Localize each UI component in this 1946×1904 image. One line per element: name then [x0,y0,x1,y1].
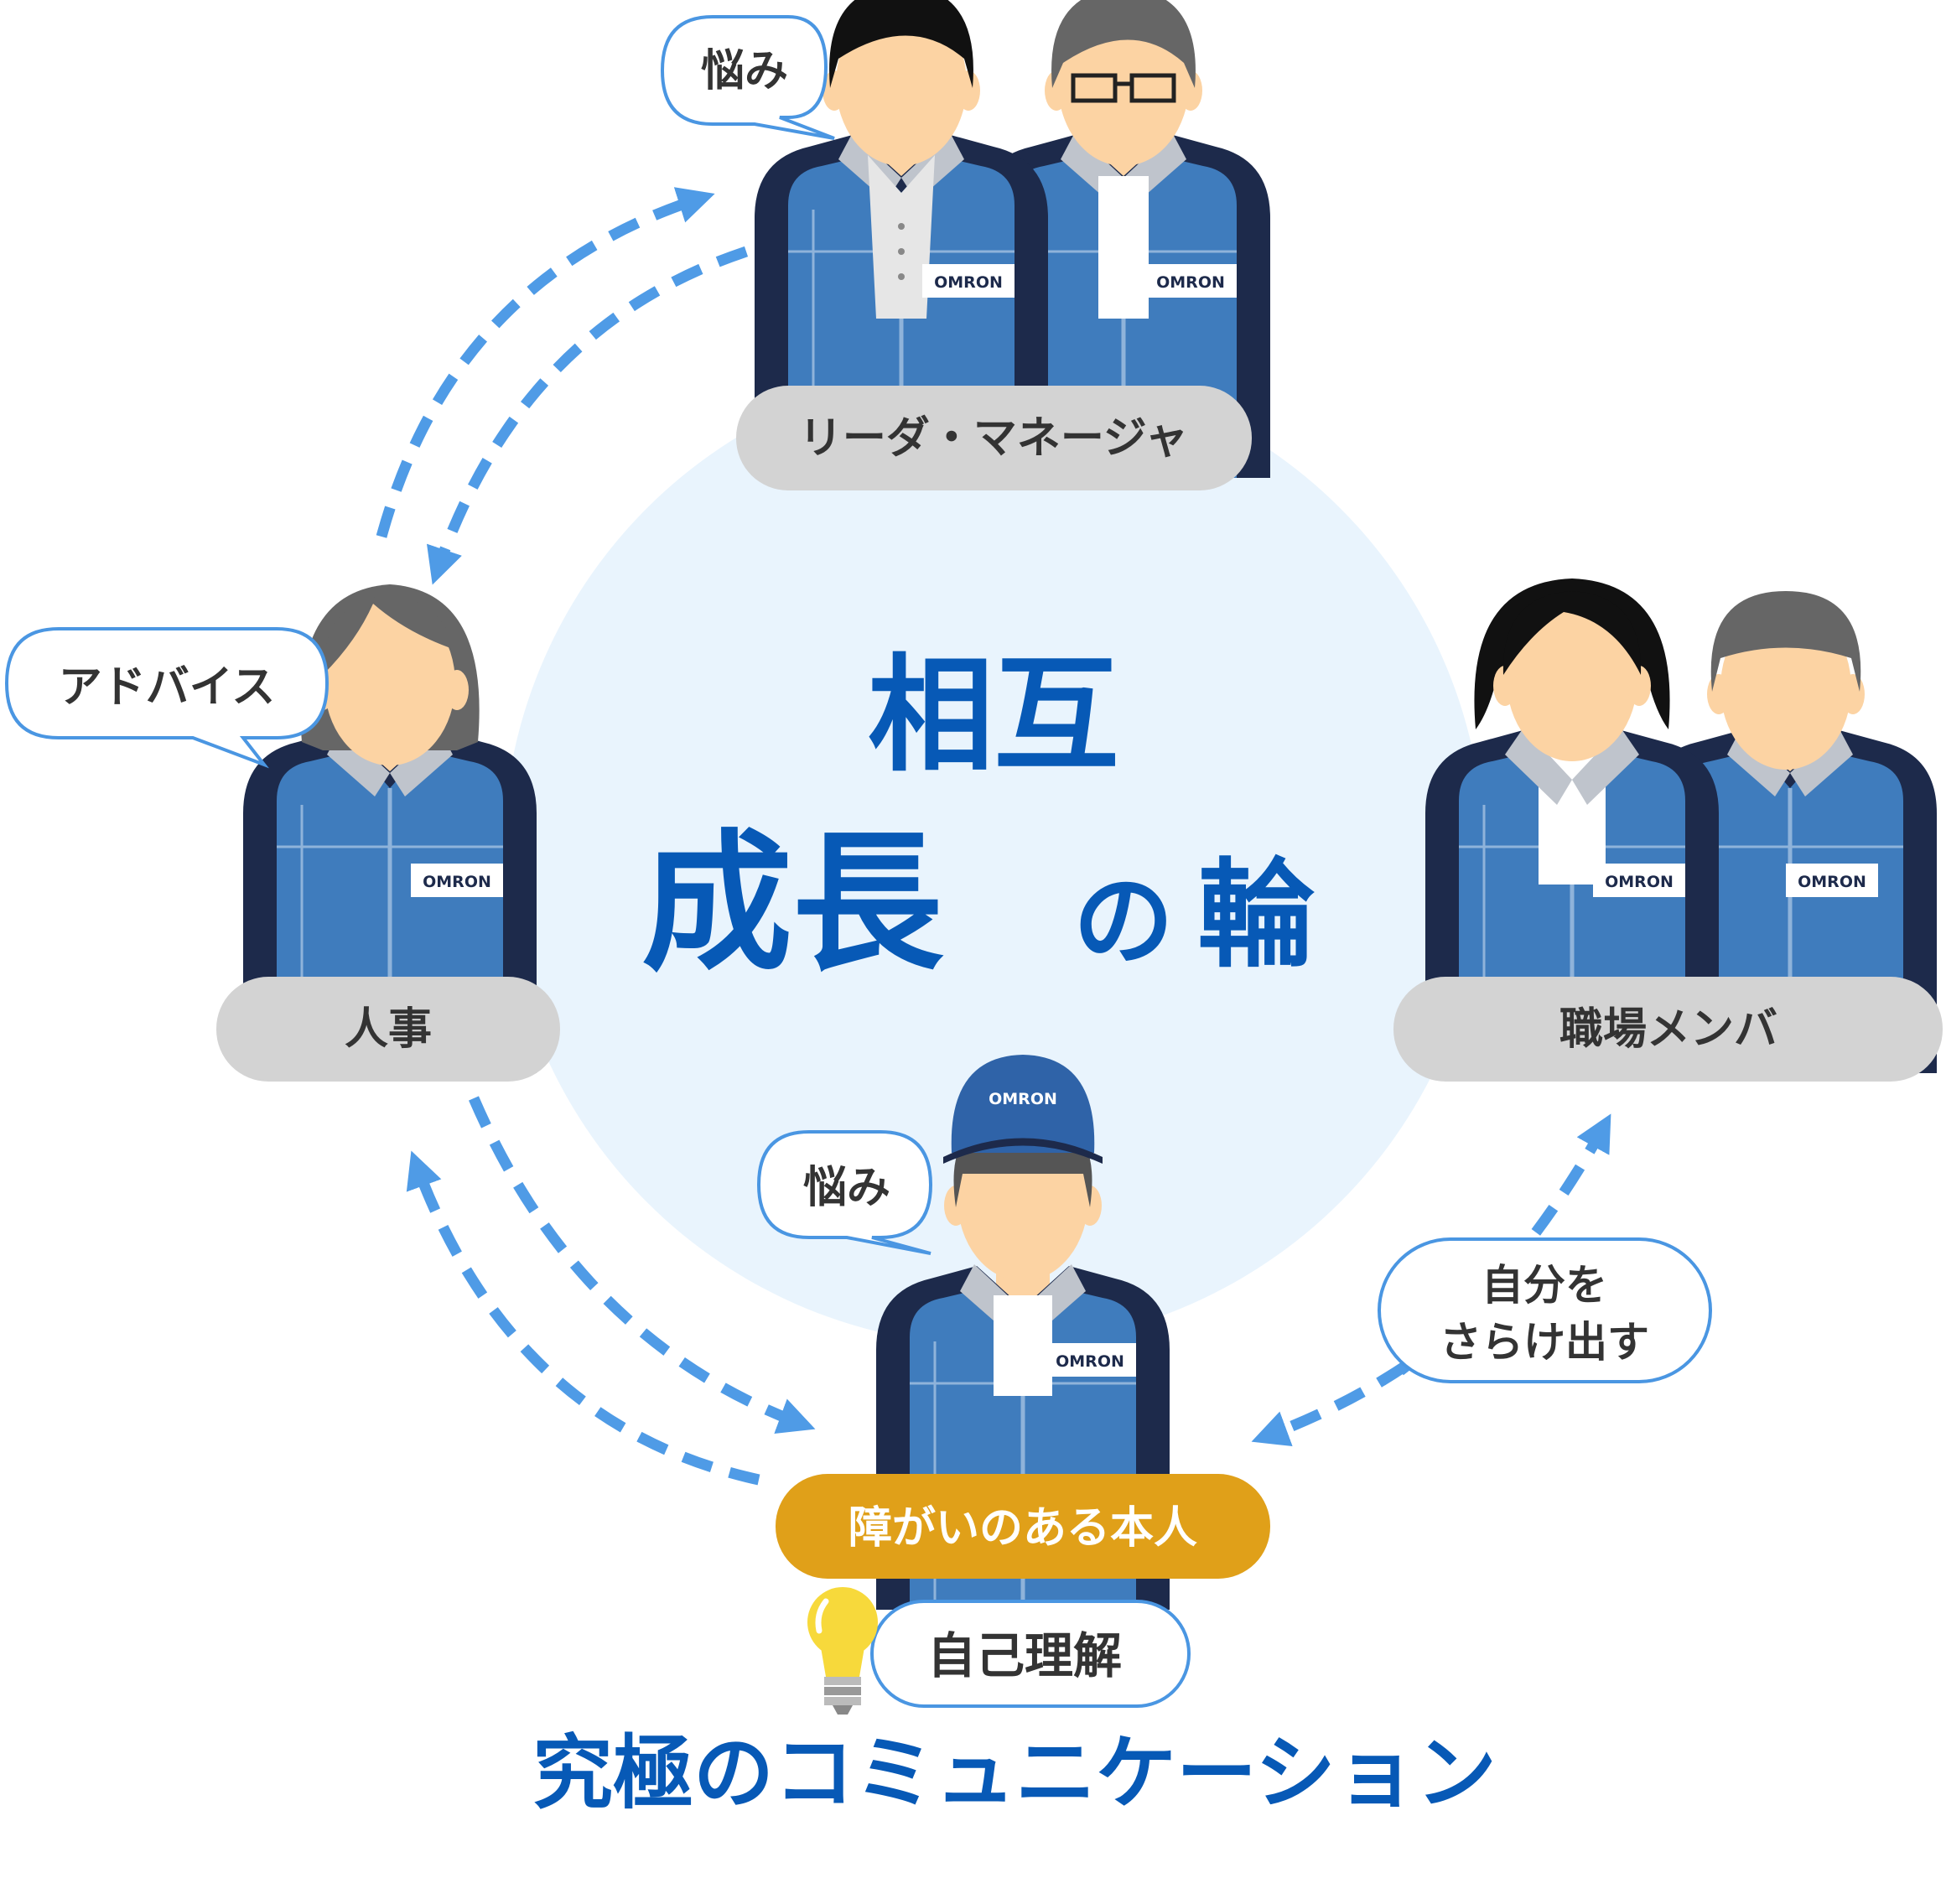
bubble-left-text: アドバイス [59,662,275,713]
omron-badge [411,864,503,897]
person-hr: OMRON [243,728,537,1073]
bubble-bottom-text: 悩み [803,1163,890,1213]
arrow-top-to-left [427,246,749,585]
arrow-right-to-bottom [1251,1362,1408,1447]
glasses-icon [1071,73,1118,103]
arrow-bottom-to-left [406,1150,760,1486]
bubble-top-text: 悩み [701,46,788,96]
label-pill-members [1393,977,1943,1082]
group-self: OMRON OMRON 障がいのある本人 悩み [756,1055,1270,1610]
label-pill-self [776,1474,1270,1579]
omron-badge [1593,864,1685,897]
lightbulb-icon [807,1587,878,1715]
arrow-left-to-bottom [469,1096,816,1434]
label-leaders: リーダ・マネージャ [799,413,1188,464]
omron-badge-text: OMRON [423,873,491,891]
background-circle [503,365,1484,1346]
speech-bubble-bottom [756,1130,933,1255]
omron-badge-text: OMRON [1056,1352,1124,1371]
person-self: OMRON [876,1264,1170,1610]
omron-badge [1786,864,1878,897]
person-leader: OMRON [755,132,1048,478]
person-manager: OMRON [977,132,1270,478]
speech-bubble-top [660,15,835,140]
expose-self-line2: さらけ出す [1440,1318,1649,1367]
label-members: 職場メンバ [1559,1004,1777,1055]
label-pill-leaders [736,386,1252,490]
group-members: OMRON OMRON 職場メンバ [1393,578,1943,1082]
expose-self-bubble [1378,1237,1712,1383]
omron-badge [922,264,1015,298]
omron-badge [1144,264,1237,298]
cap-icon [951,1055,1095,1153]
omron-badge-text: OMRON [1605,873,1674,891]
group-leaders: OMRON OMRON リーダ・マネージャ 悩み [660,0,1270,490]
label-pill-hr [216,977,560,1082]
omron-badge-text: OMRON [1156,273,1225,292]
omron-badge-text: OMRON [1798,873,1866,891]
label-self: 障がいのある本人 [848,1503,1197,1554]
center-title-line1: 相互 [868,643,1119,789]
speech-bubble-left [4,627,330,769]
cap-badge-text: OMRON [989,1090,1057,1108]
omron-badge-text: OMRON [934,273,1003,292]
omron-badge [1044,1343,1136,1377]
person-member-1: OMRON [1425,728,1719,1073]
label-hr: 人事 [345,1004,432,1055]
expose-self-line1: 自分を [1482,1261,1607,1310]
center-title-no: の [1073,864,1174,980]
footer-title: 究極のコミュニケーション [532,1726,1497,1820]
arrow-left-to-top [376,187,715,538]
group-hr: OMRON 人事 アドバイス [4,584,560,1082]
self-understanding-bubble [870,1600,1191,1708]
self-understanding-text: 自己理解 [927,1627,1122,1684]
person-member-2: OMRON [1643,728,1937,1073]
center-title-growth: 成長 [641,817,944,992]
center-title-ring: 輪 [1197,848,1315,984]
